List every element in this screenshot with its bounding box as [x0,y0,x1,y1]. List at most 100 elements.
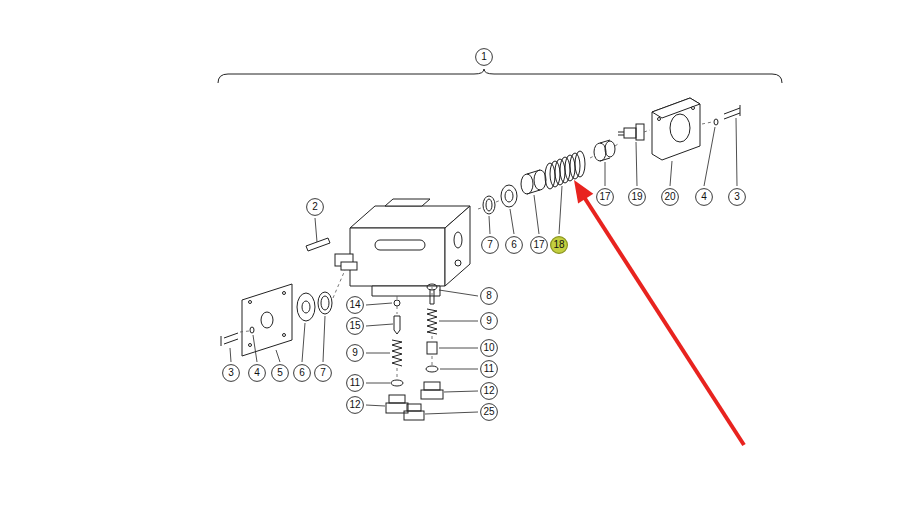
callout-number: 17 [599,192,610,202]
callout-number: 6 [511,240,517,250]
spring [427,309,437,334]
circle-shape [481,340,498,357]
callout-number: 9 [486,316,492,326]
callout-number: 18 [553,240,564,250]
callout-circle: 7 [481,236,499,254]
callout-circle: 3 [728,188,746,206]
callout-circle: 5 [271,364,289,382]
callout-number: 3 [734,192,740,202]
circle-shape [249,365,266,382]
circle-shape [551,237,568,254]
adjusting-plug [618,124,644,140]
callout-number: 3 [228,368,234,378]
circle-shape [307,199,324,216]
washer [297,293,315,321]
callout-number: 14 [349,300,360,310]
valve-housing [335,199,470,296]
circle-shape [481,361,498,378]
callout-circle: 6 [505,236,523,254]
callout-circle: 4 [695,188,713,206]
circle-shape [482,237,499,254]
o-ring [714,119,718,125]
callout-circle: 17 [530,236,548,254]
circle-shape [481,383,498,400]
callout-circle: 11 [480,360,498,378]
spring-cup [594,140,615,161]
callout-number: 12 [349,400,360,410]
callout-number: 11 [484,364,494,374]
circle-shape [531,237,548,254]
callout-circle: 2 [306,198,324,216]
callout-number: 5 [277,368,283,378]
callout-circle: 20 [661,188,679,206]
callout-number: 8 [486,291,492,301]
leader-lines [230,118,737,414]
callout-number: 10 [483,343,494,353]
circle-shape [347,297,364,314]
screw [724,105,740,119]
callout-number: 6 [299,368,305,378]
callout-circle: 25 [480,403,498,421]
callout-circle: 9 [346,344,364,362]
callout-number: 25 [483,407,494,417]
callout-circle: 14 [346,296,364,314]
callout-circle: 8 [480,287,498,305]
o-ring [250,327,254,333]
callout-circle: 4 [248,364,266,382]
spring [545,151,585,189]
end-cover [652,98,700,160]
circle-shape [597,189,614,206]
circle-shape [481,313,498,330]
callout-number: 12 [483,386,494,396]
circle-shape [347,375,364,392]
callout-number: 17 [533,240,544,250]
circle-shape [481,404,498,421]
screw [221,333,238,346]
seal [318,292,332,314]
callout-number: 7 [487,240,493,250]
callout-circle: 17 [596,188,614,206]
circle-shape [294,365,311,382]
sleeve [427,342,437,354]
callout-number: 1 [481,52,487,62]
callout-number: 9 [352,348,358,358]
circle-shape [347,318,364,335]
circle-shape [729,189,746,206]
circle-shape [476,49,493,66]
plug [404,404,424,420]
callout-circle: 11 [346,374,364,392]
callout-circle: 3 [222,364,240,382]
cover-plate [242,284,292,356]
group-bracket [218,69,782,83]
callout-number: 20 [664,192,675,202]
o-ring [426,366,438,372]
callout-number: 11 [350,378,360,388]
circle-shape [347,345,364,362]
callout-number: 7 [320,368,326,378]
plug [421,382,443,399]
callout-circle: 12 [480,382,498,400]
callout-circle: 9 [480,312,498,330]
ball [394,300,400,306]
callout-circle: 19 [628,188,646,206]
callout-number: 19 [631,192,642,202]
callout-circle: 18 [550,236,568,254]
callout-circle: 1 [475,48,493,66]
circle-shape [272,365,289,382]
callout-number: 4 [701,192,707,202]
circle-shape [481,288,498,305]
circle-shape [506,237,523,254]
red-pointer-arrow [574,180,744,445]
circle-shape [696,189,713,206]
washer [501,185,517,207]
seal [483,196,495,214]
callout-number: 4 [254,368,260,378]
callout-number: 15 [349,321,360,331]
spring-seat [521,170,546,194]
circle-shape [223,365,240,382]
circle-shape [629,189,646,206]
plug [386,395,408,413]
circle-shape [662,189,679,206]
spring [392,340,402,366]
